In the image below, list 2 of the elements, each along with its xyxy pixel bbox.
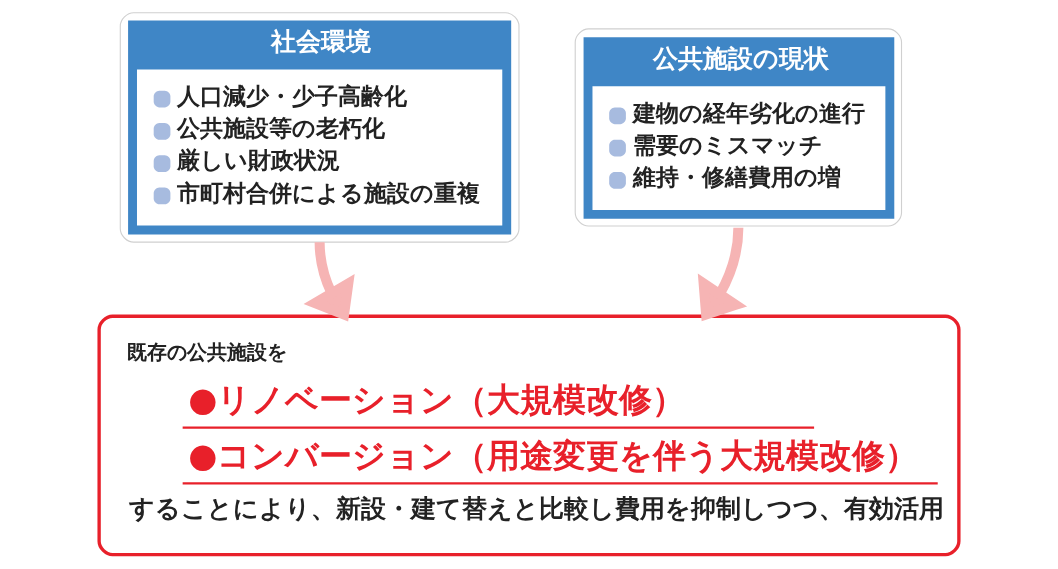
arrow [697,227,748,322]
arrow [303,242,355,322]
